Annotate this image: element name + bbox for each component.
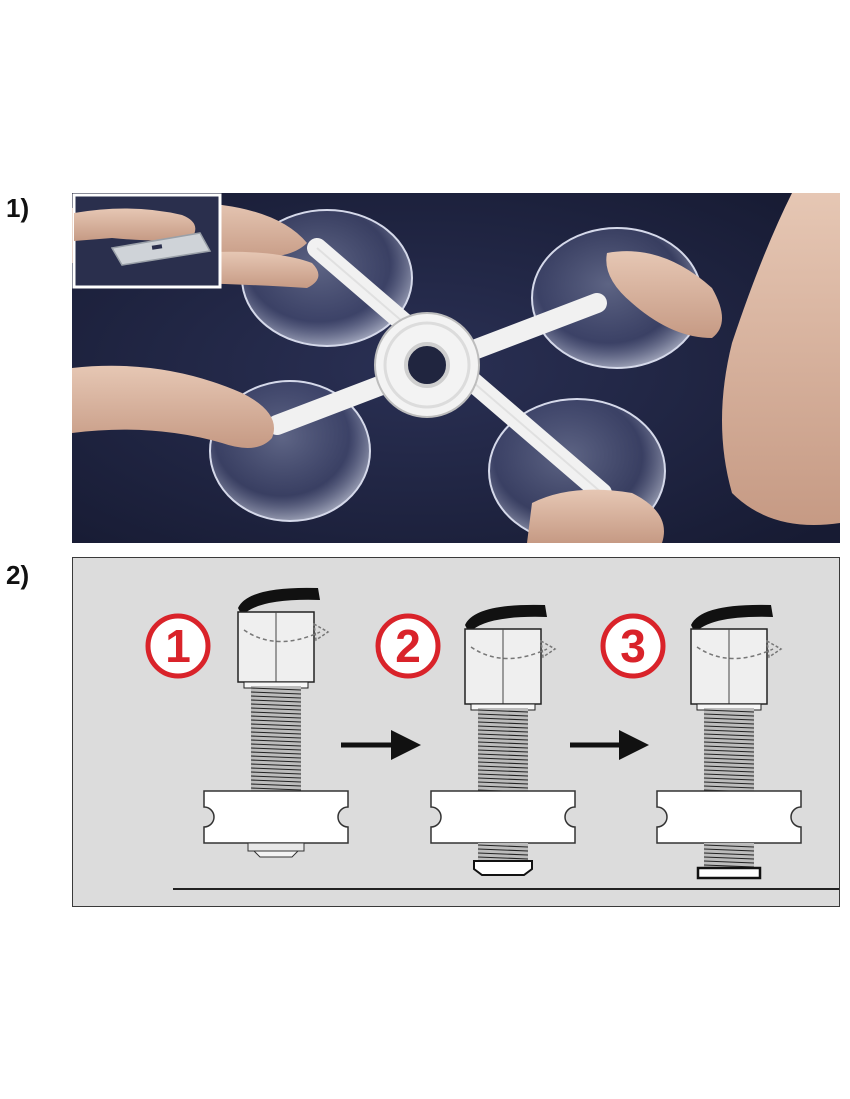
- stage-number-badge: 3: [600, 613, 666, 679]
- nut-plate: [203, 790, 349, 844]
- plug: [247, 842, 305, 852]
- stage-number-badge: 2: [375, 613, 441, 679]
- cap-icon: [238, 587, 320, 616]
- step-label-1: 1): [6, 193, 30, 223]
- stage-1: 1: [145, 587, 349, 858]
- hand-icon: [72, 365, 274, 448]
- nut-plate: [656, 790, 802, 844]
- arrow-icon: [570, 730, 649, 760]
- stage-number: 1: [165, 620, 191, 672]
- hand-icon: [527, 489, 664, 543]
- nut-plate: [430, 790, 576, 844]
- step-label-2: 2): [6, 560, 30, 590]
- razor-blade-icon: [110, 232, 212, 266]
- cap-icon: [691, 604, 773, 633]
- cross-tool: [267, 238, 612, 503]
- inset-photo: [72, 193, 222, 289]
- stage-3: 3: [600, 604, 802, 880]
- rotate-arrow-icon: [470, 646, 548, 660]
- diagram-panel: 1 2 3: [72, 557, 840, 907]
- plug: [696, 866, 762, 880]
- stage-number-badge: 1: [145, 613, 211, 679]
- stage-number: 3: [620, 620, 646, 672]
- cap-icon: [465, 604, 547, 633]
- rotate-arrow-icon: [243, 629, 321, 643]
- stage-2: 2: [375, 604, 576, 876]
- installation-diagram: 1 2 3: [73, 558, 839, 906]
- hand-icon: [606, 193, 840, 525]
- stage-number: 2: [395, 620, 421, 672]
- photo-illustration: [72, 193, 840, 543]
- rotate-arrow-icon: [696, 646, 774, 660]
- photo-panel: [72, 193, 840, 543]
- plug: [473, 860, 533, 876]
- arrow-icon: [341, 730, 421, 760]
